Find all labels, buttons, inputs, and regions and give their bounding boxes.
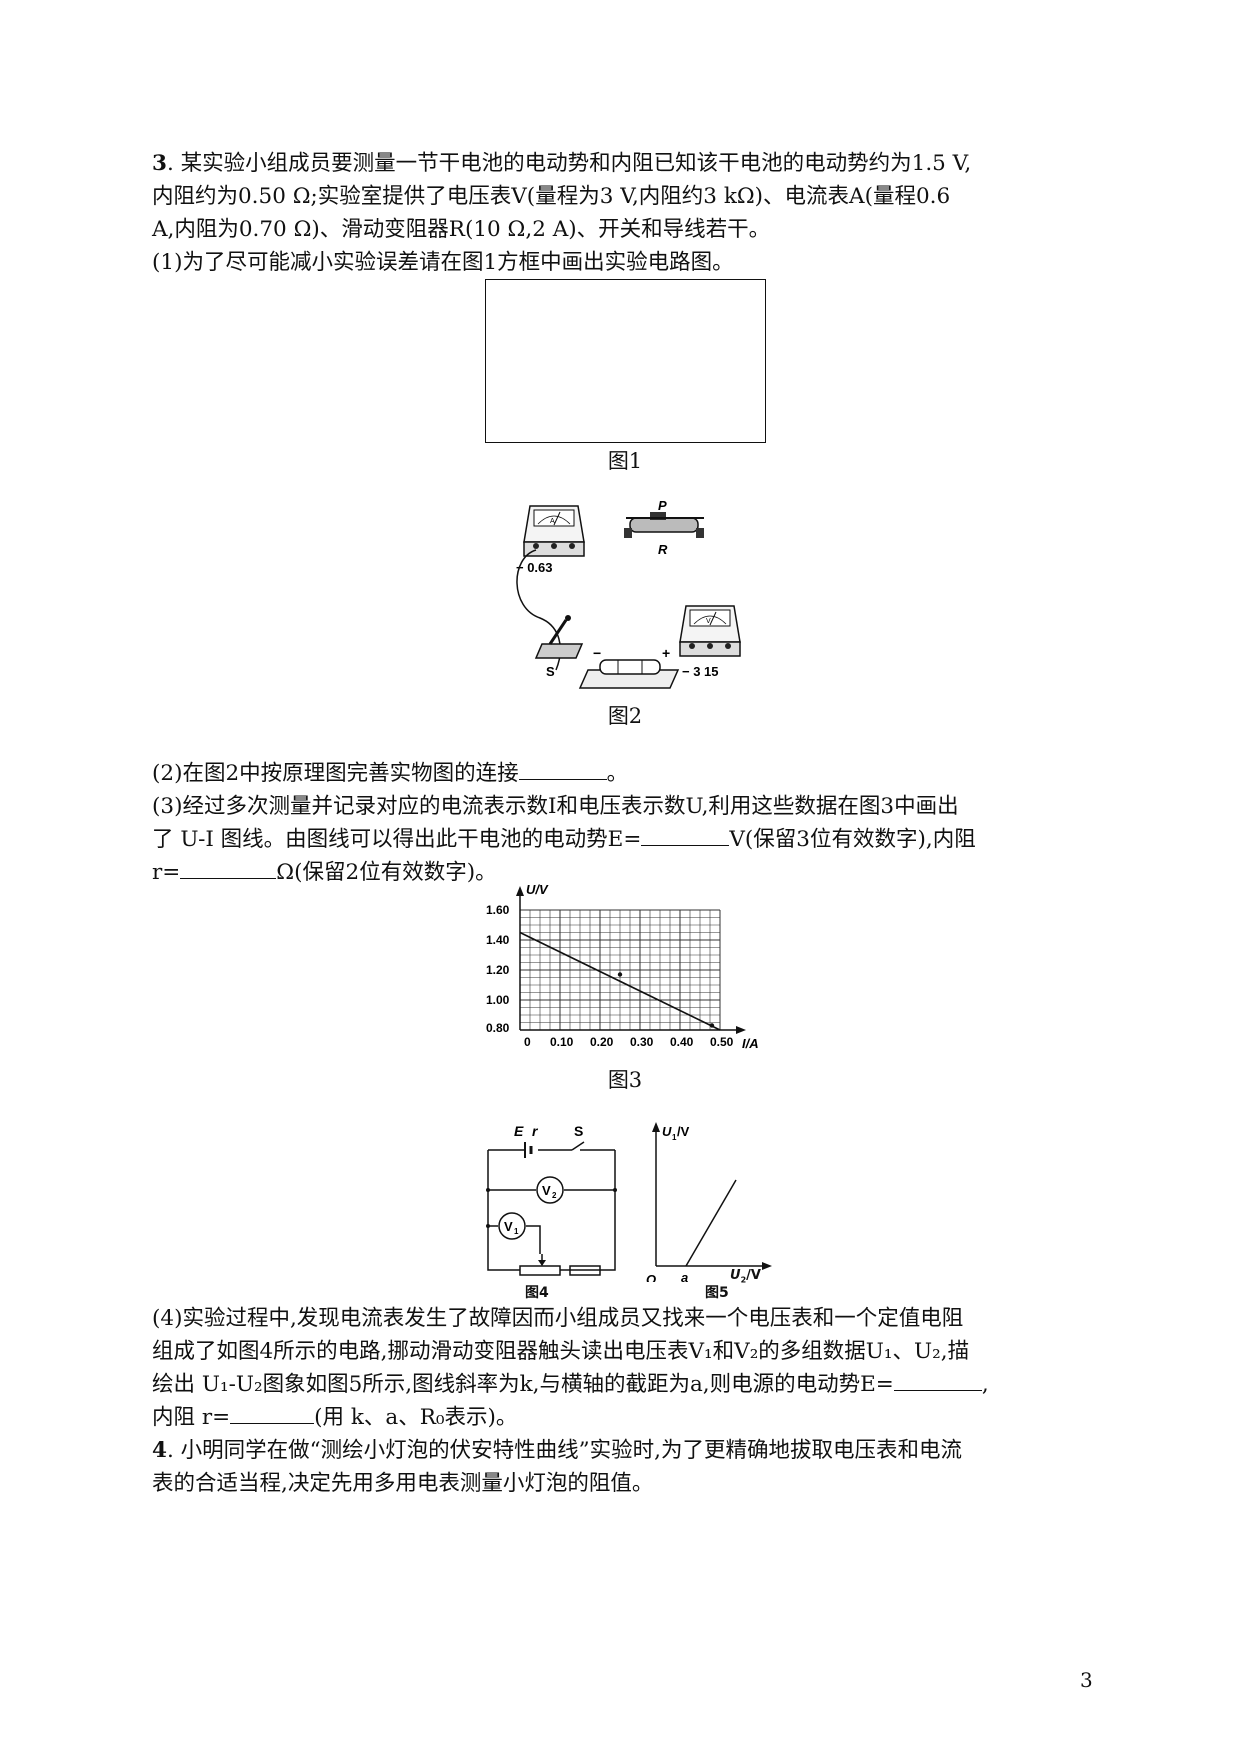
q3-part1: (1)为了尽可能减小实验误差请在图1方框中画出实验电路图。 [152,250,734,275]
rheostat-icon: P R [624,498,704,557]
q3-line2: 内阻约为0.50 Ω;实验室提供了电压表V(量程为3 V,内阻约3 kΩ)、电流… [152,184,951,209]
svg-text:2: 2 [552,1191,557,1200]
voltmeter-icon: V − 3 15 [679,605,741,679]
emf-answer-blank[interactable] [641,825,730,846]
voltmeter-terminal-labels: − 3 15 [682,664,719,679]
emf-expression-blank[interactable] [893,1370,982,1391]
fig1-caption: 图1 [607,449,643,473]
y-tick-label: 0.80 [486,1021,510,1035]
svg-text:1: 1 [514,1227,519,1236]
fig5-u1-u2-graph: U 1 /V O a [646,1122,772,1282]
svg-text:V: V [706,618,711,625]
data-point [617,972,623,977]
q3-part4-line4: 内阻 r=(用 k、a、R₀表示)。 [152,1403,518,1430]
q3-part4-line1: (4)实验过程中,发现电流表发生了故障因而小组成员又找来一个电压表和一个定值电阻 [152,1306,964,1331]
fig1-answer-box[interactable] [485,279,766,443]
y-tick-label: 1.00 [486,993,510,1007]
x-axis-arrow [736,1026,746,1034]
fig5-xlabel: U2/V [730,1268,761,1285]
battery-icon: − + [578,645,680,689]
svg-text:S: S [574,1123,583,1139]
part2-answer-blank[interactable] [518,759,607,780]
data-point [709,1023,715,1028]
svg-text:/V: /V [677,1124,690,1139]
svg-text:1: 1 [672,1133,677,1142]
q3-part3-line2: 了 U-I 图线。由图线可以得出此干电池的电动势E=V(保留3位有效数字),内阻 [152,825,976,852]
x-tick-label: 0 [524,1035,531,1049]
q4-number: 4 [152,1438,167,1463]
ammeter-icon: A − 0.63 [516,505,585,575]
ammeter-terminal-labels: − 0.63 [516,560,553,575]
q3-line3: A,内阻为0.70 Ω)、滑动变阻器R(10 Ω,2 A)、开关和导线若干。 [152,217,771,242]
fig5-caption: 图5 [705,1285,729,1301]
fig2-apparatus: A − 0.63 P R V − 3 15 [516,498,741,689]
q3-part4-line2: 组成了如图4所示的电路,挪动滑动变阻器触头读出电压表V₁和V₂的多组数据U₁、U… [152,1339,970,1364]
svg-text:P: P [658,498,667,513]
svg-text:E: E [514,1123,524,1139]
svg-text:A: A [550,518,555,525]
y-tick-label: 1.60 [486,903,510,917]
fig3-caption: 图3 [607,1068,643,1092]
resistance-expression-blank[interactable] [230,1403,315,1424]
svg-text:V: V [504,1219,513,1234]
x-tick-label: 0.10 [550,1035,574,1049]
q3-number: 3 [152,151,167,176]
y-axis-arrow [516,886,524,896]
y-axis-label: U/V [526,882,549,897]
svg-text:a: a [681,1270,688,1282]
svg-text:U: U [662,1124,672,1139]
x-tick-label: 0.50 [710,1035,734,1049]
x-axis-label: I/A [742,1036,759,1051]
resistance-answer-blank[interactable] [180,858,277,879]
y-tick-label: 1.40 [486,933,510,947]
fig4-caption: 图4 [525,1285,549,1301]
q4-line1: 4. 小明同学在做“测绘小灯泡的伏安特性曲线”实验时,为了更精确地拔取电压表和电… [152,1438,962,1463]
svg-text:r: r [532,1123,539,1139]
svg-text:S: S [546,664,555,679]
x-tick-label: 0.40 [670,1035,694,1049]
fig4-circuit: E r S V 2 V 1 R R 0 [486,1123,617,1276]
svg-text:−: − [593,645,601,661]
y-tick-label: 1.20 [486,963,510,977]
svg-text:V: V [542,1183,551,1198]
q3-part2: (2)在图2中按原理图完善实物图的连接。 [152,759,629,786]
switch-icon: S [534,615,584,679]
x-tick-label: 0.20 [590,1035,614,1049]
q3-line1: 3. 某实验小组成员要测量一节干电池的电动势和内阻已知该干电池的电动势约为1.5… [152,151,972,176]
svg-text:+: + [662,645,670,661]
q3-part3-line3: r=Ω(保留2位有效数字)。 [152,858,497,885]
fig2-caption: 图2 [607,704,643,728]
svg-text:O: O [646,1272,656,1282]
page-number: 3 [1080,1668,1093,1692]
fit-line [519,931,721,1031]
fig3-ui-chart: 0 0.10 0.20 0.30 0.40 0.50 0.80 1.00 1.20 1.40 1.6… [486,882,759,1051]
q3-part4-line3: 绘出 U₁-U₂图象如图5所示,图线斜率为k,与横轴的截距为a,则电源的电动势E… [152,1370,989,1397]
q4-line2: 表的合适当程,决定先用多用电表测量小灯泡的阻值。 [152,1471,654,1496]
svg-text:R: R [658,542,668,557]
x-tick-label: 0.30 [630,1035,654,1049]
q3-part3-line1: (3)经过多次测量并记录对应的电流表示数I和电压表示数U,利用这些数据在图3中画… [152,794,959,819]
